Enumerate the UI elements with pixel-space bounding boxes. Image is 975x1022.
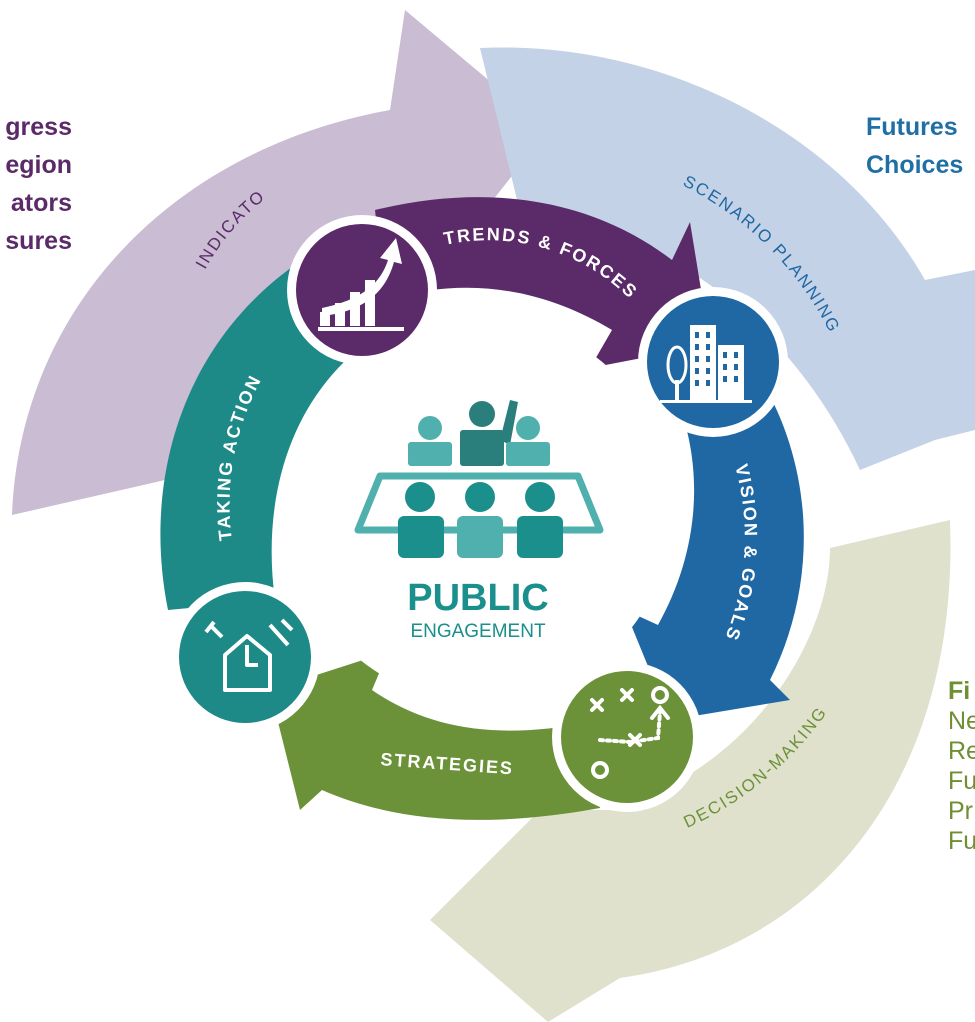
- right-bottom-text-line: Ne: [948, 707, 975, 735]
- strategies-circle: [552, 662, 702, 812]
- trends-circle: [287, 215, 437, 365]
- house-tools-icon: [204, 618, 294, 692]
- left-text-line: egion: [5, 151, 72, 179]
- left-text-line: gress: [5, 113, 72, 141]
- decision-making-outer-arrow: [430, 520, 951, 1022]
- right-top-clipped-text: Futures Choices: [866, 108, 963, 184]
- right-bottom-text-line: Fu: [948, 767, 975, 795]
- right-bottom-text-line: Fu: [948, 827, 975, 855]
- right-top-text-line: Choices: [866, 151, 964, 179]
- scenario-planning-outer-arrow: [480, 47, 975, 470]
- public-engagement-icon: [354, 400, 604, 558]
- center-subtitle: ENGAGEMENT: [410, 621, 546, 642]
- game-plan-icon: [590, 686, 670, 779]
- right-top-text-line: Futures: [866, 113, 958, 141]
- left-text-line: ators: [10, 189, 72, 217]
- center-title: PUBLIC: [407, 577, 548, 619]
- right-bottom-text-line: Pr: [948, 797, 973, 825]
- left-clipped-text: gress egion ators sures: [5, 108, 72, 260]
- indicators-outer-arrow: [12, 10, 548, 515]
- right-bottom-text-line: Re: [948, 737, 975, 765]
- city-buildings-icon: [660, 325, 752, 403]
- chart-growth-icon: [318, 238, 404, 331]
- right-bottom-clipped-text: Fi Ne Re Fu Pr Fu: [948, 676, 975, 856]
- vision-goals-inner-arrow: [625, 365, 804, 720]
- strategies-inner-arrow: [270, 652, 600, 820]
- left-text-line: sures: [5, 227, 72, 255]
- right-bottom-heading: Fi: [948, 677, 971, 705]
- trends-forces-inner-arrow: [375, 197, 710, 368]
